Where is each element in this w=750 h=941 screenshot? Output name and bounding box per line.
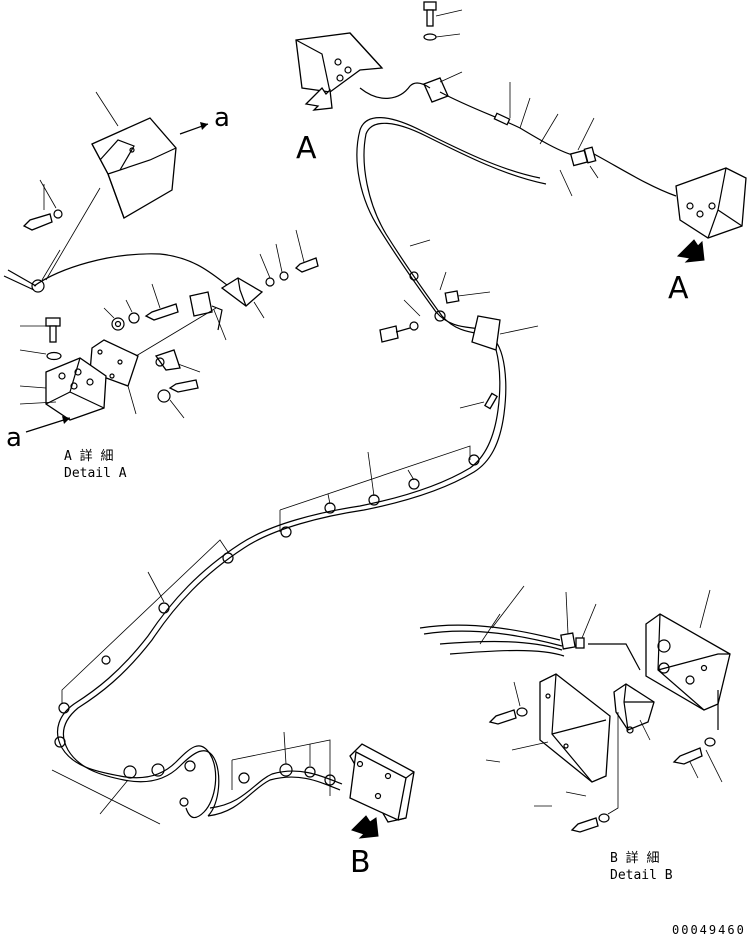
detail-b-title-en: Detail B [610,868,673,883]
detail-a-drawing [3,91,319,433]
view-a-arrow-right [676,239,705,263]
view-b-arrow [351,815,379,839]
arrow-a-upper-label: a [214,103,230,133]
top-cover-assembly [295,1,577,157]
right-cover-assembly [559,117,747,239]
view-a-arrow-top [304,86,333,111]
view-a-label-right: A [668,271,689,306]
detail-b-drawing [419,585,731,833]
arrow-a-lower-label: a [6,423,22,453]
view-a-label-top: A [296,131,317,166]
drawing-number: 00049460 [672,923,746,937]
detail-a-title-en: Detail A [64,466,127,481]
detail-b-title-jp: B 詳 細 [610,850,659,866]
main-harness [51,117,547,825]
detail-a-title-jp: A 詳 細 [64,448,113,464]
b-plate-assembly [349,743,415,823]
view-b-label: B [350,845,371,880]
